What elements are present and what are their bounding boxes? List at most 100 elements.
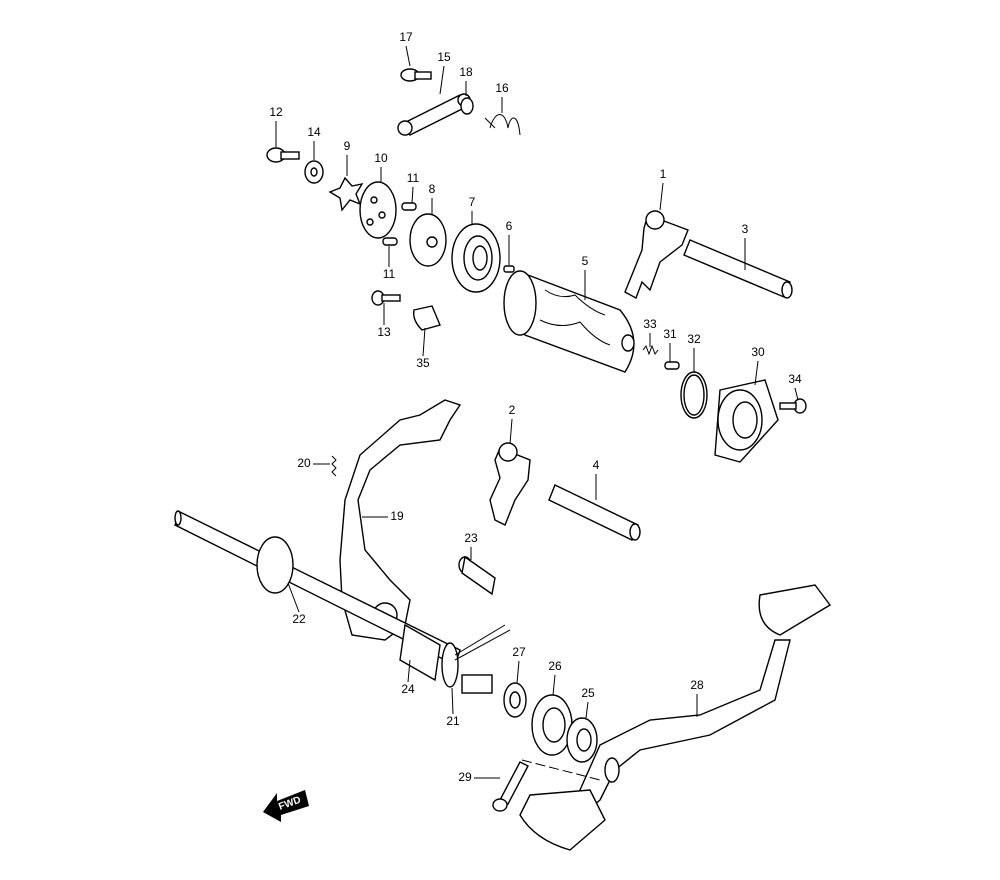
leader-line [754,360,759,386]
part-17-bolt [400,68,432,82]
leader-line [422,327,426,357]
part-number-label: 23 [464,531,478,545]
part-number-label: 26 [548,659,562,673]
part-35-plate [412,305,441,331]
callout-part-16: 16 [495,81,509,113]
part-number-label: 24 [401,682,415,696]
parts-drawings [174,68,832,851]
leader-line [451,687,454,715]
callout-part-30: 30 [751,345,765,386]
callout-part-11: 11 [383,246,396,281]
part-number-label: 8 [429,182,436,196]
part-9-star-cam [328,176,364,212]
callout-part-21: 21 [446,687,460,728]
part-number-label: 21 [446,714,460,728]
callout-part-4: 4 [593,458,600,500]
part-11-pin [382,202,417,246]
callout-part-26: 26 [548,659,562,696]
part-20-spring [331,455,337,477]
part-number-label: 15 [437,50,451,64]
part-number-label: 7 [469,195,476,209]
callout-part-28: 28 [690,678,704,717]
part-12-bolt [266,147,300,163]
callout-part-3: 3 [742,222,749,270]
part-10-plate [359,181,397,239]
callout-part-17: 17 [399,30,413,67]
part-number-label: 34 [788,372,802,386]
callout-part-5: 5 [582,254,589,300]
part-33-spring [642,344,659,356]
part-number-label: 16 [495,81,509,95]
part-4-fork-shaft [548,484,641,541]
part-28-shift-pedal [519,584,832,851]
part-number-label: 3 [742,222,749,236]
part-number-label: 14 [307,125,321,139]
part-number-label: 11 [407,171,420,185]
part-30-housing [714,379,779,463]
callout-part-19: 19 [362,509,404,523]
callout-part-24: 24 [401,659,415,696]
part-number-label: 33 [643,317,657,331]
callout-part-8: 8 [429,182,436,214]
callout-part-12: 12 [269,105,283,147]
leader-line [552,674,556,696]
part-number-label: 6 [506,219,513,233]
part-number-label: 22 [292,612,306,626]
callout-part-14: 14 [307,125,321,160]
leader-line [794,387,799,401]
part-16-spring [484,114,521,136]
part-number-label: 9 [344,139,351,153]
part-27-washer [503,682,527,718]
part-7-bearing [451,223,501,293]
callout-part-29: 29 [458,770,500,784]
callout-part-9: 9 [344,139,351,176]
part-1-shift-fork [624,210,689,300]
callout-part-35: 35 [416,327,430,370]
part-5-shift-drum [503,270,635,373]
part-number-label: 27 [512,645,526,659]
part-3-fork-shaft [683,239,793,299]
part-32-o-ring [680,371,708,419]
part-number-label: 35 [416,356,430,370]
callout-part-31: 31 [663,327,677,362]
part-number-label: 4 [593,458,600,472]
callout-part-10: 10 [374,151,388,182]
part-18-washer [460,97,474,115]
callout-part-7: 7 [469,195,476,225]
leader-line [439,65,445,95]
callout-part-34: 34 [788,372,802,401]
part-2-shift-fork [489,442,531,526]
callout-part-15: 15 [437,50,451,95]
part-number-label: 25 [581,686,595,700]
leader-line [407,659,411,683]
part-number-label: 18 [459,65,473,79]
part-number-label: 12 [269,105,283,119]
part-13-screw [371,290,401,306]
part-number-label: 28 [690,678,704,692]
part-24-collar [399,623,441,682]
part-number-label: 30 [751,345,765,359]
part-number-label: 19 [390,509,404,523]
part-number-label: 31 [663,327,677,341]
part-8-plate [409,213,447,267]
part-29-bolt [492,759,601,812]
part-6-pin [503,265,515,273]
leader-line [585,701,589,719]
part-number-label: 20 [297,456,311,470]
callout-part-2: 2 [509,403,516,445]
leader-line [287,582,300,613]
callout-part-1: 1 [659,167,667,211]
callout-part-6: 6 [506,219,513,265]
leader-line [405,45,411,67]
callout-part-13: 13 [377,303,391,339]
callout-part-32: 32 [687,332,701,372]
leader-line [509,418,513,445]
callout-part-18: 18 [459,65,473,96]
part-21-spring [441,624,511,694]
leader-line [659,182,664,211]
part-31-pin [664,361,680,370]
part-23-stud [458,555,496,596]
part-number-label: 1 [660,167,667,181]
